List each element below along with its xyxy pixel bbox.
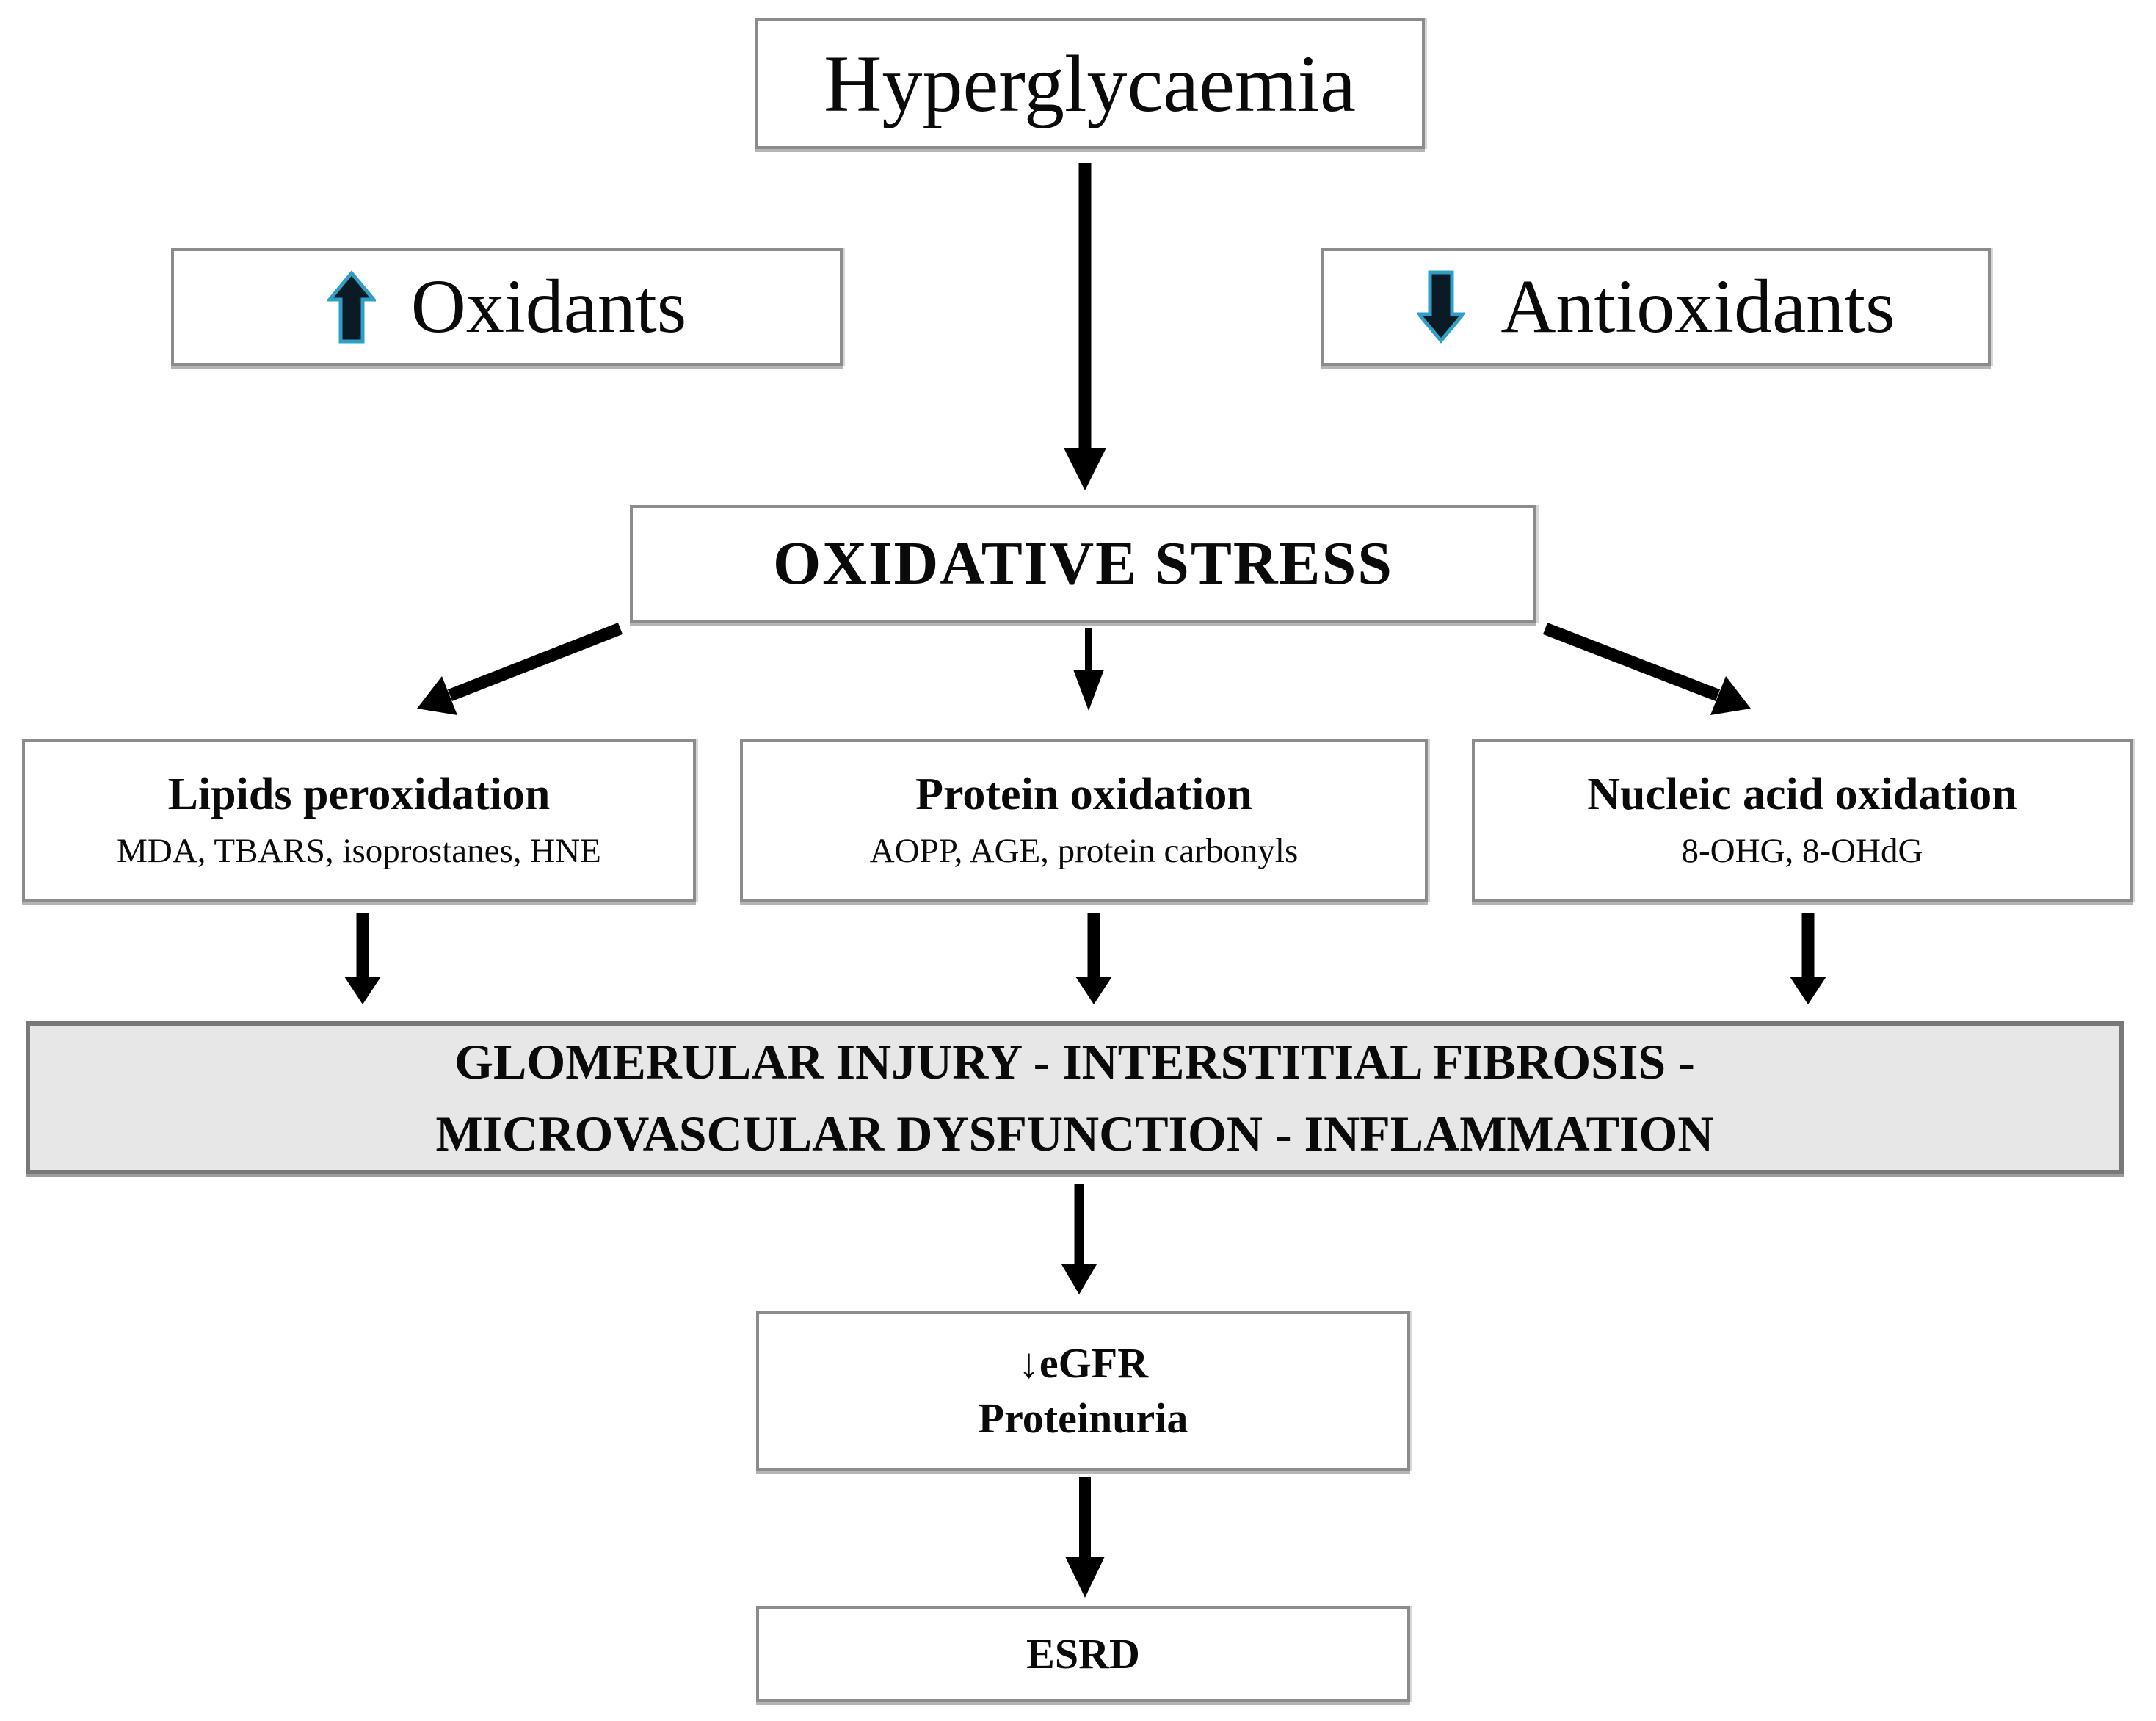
egfr-label: ↓eGFR [1017, 1338, 1149, 1387]
renal-injury-line2: MICROVASCULAR DYSFUNCTION - INFLAMMATION [435, 1105, 1714, 1162]
arrow-hyperglycaemia-to-oxidative-stress [1064, 163, 1106, 490]
hyperglycaemia-label: Hyperglycaemia [824, 39, 1356, 128]
renal-injury-line1: GLOMERULAR INJURY - INTERSTITIAL FIBROSI… [454, 1034, 1695, 1090]
protein-oxidation-title: Protein oxidation [915, 769, 1252, 819]
node-antioxidants: Antioxidants [1321, 248, 1991, 366]
decrease-arrow-icon [1417, 270, 1466, 344]
node-esrd: ESRD [756, 1606, 1410, 1702]
nucleic-acid-oxidation-markers: 8-OHG, 8-OHdG [1681, 832, 1923, 870]
arrow-oxidative-stress-to-nucleic [1542, 623, 1751, 715]
node-lipids-peroxidation: Lipids peroxidation MDA, TBARS, isoprost… [22, 739, 696, 902]
node-kidney-function: ↓eGFR Proteinuria [756, 1311, 1410, 1471]
lipids-peroxidation-title: Lipids peroxidation [167, 769, 551, 819]
node-nucleic-acid-oxidation: Nucleic acid oxidation 8-OHG, 8-OHdG [1472, 739, 2133, 902]
protein-oxidation-markers: AOPP, AGE, protein carbonyls [869, 832, 1299, 870]
oxidants-label: Oxidants [410, 264, 687, 349]
node-oxidants: Oxidants [171, 248, 843, 366]
antioxidants-label: Antioxidants [1500, 264, 1895, 349]
node-oxidative-stress: OXIDATIVE STRESS [630, 505, 1536, 623]
arrow-oxidative-stress-to-protein [1073, 628, 1104, 711]
increase-arrow-icon [327, 270, 376, 344]
oxidative-stress-label: OXIDATIVE STRESS [772, 529, 1394, 598]
arrow-oxidative-stress-to-lipids [417, 623, 623, 715]
arrow-kidney-function-to-esrd [1065, 1477, 1105, 1598]
esrd-label: ESRD [1026, 1630, 1140, 1678]
node-renal-injury: GLOMERULAR INJURY - INTERSTITIAL FIBROSI… [26, 1021, 2124, 1174]
node-hyperglycaemia: Hyperglycaemia [755, 18, 1425, 149]
nucleic-acid-oxidation-title: Nucleic acid oxidation [1587, 769, 2017, 819]
arrow-nucleic-to-injury [1790, 913, 1826, 1004]
lipids-peroxidation-markers: MDA, TBARS, isoprostanes, HNE [117, 832, 601, 870]
arrow-lipids-to-injury [344, 913, 381, 1004]
arrow-protein-to-injury [1075, 913, 1112, 1004]
proteinuria-label: Proteinuria [978, 1394, 1188, 1443]
arrow-injury-to-kidney-function [1061, 1184, 1097, 1294]
node-protein-oxidation: Protein oxidation AOPP, AGE, protein car… [740, 739, 1428, 902]
